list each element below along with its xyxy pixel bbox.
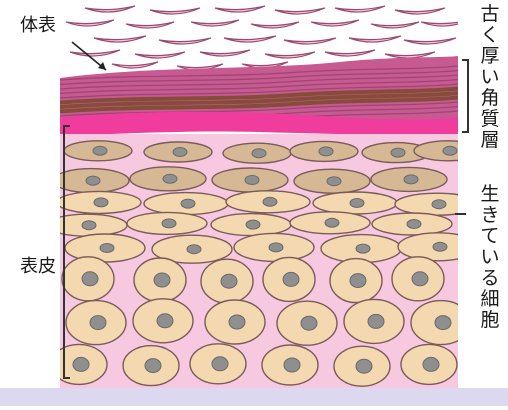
flake — [311, 20, 359, 26]
cell-nucleus — [163, 174, 177, 183]
flake — [335, 6, 385, 12]
flake — [215, 6, 265, 12]
flake — [135, 52, 185, 58]
cell-nucleus — [433, 242, 447, 251]
flake — [85, 6, 135, 12]
flake — [404, 38, 456, 44]
flake — [395, 8, 445, 14]
flake — [325, 50, 375, 56]
cell-nucleus — [187, 245, 201, 254]
cell-nucleus — [90, 316, 106, 330]
cell-nucleus — [319, 147, 333, 156]
cell-nucleus — [82, 221, 96, 230]
flake — [159, 38, 211, 44]
cell-nucleus — [391, 148, 405, 157]
flake — [200, 50, 250, 56]
label-stratum-corneum: 古く厚い角質層 — [480, 3, 499, 151]
flake — [126, 22, 174, 28]
flake — [191, 20, 239, 26]
cell-nucleus — [162, 219, 176, 228]
bottom-frame — [0, 388, 508, 406]
cell-nucleus — [350, 199, 364, 208]
cell-nucleus — [407, 220, 421, 229]
cell-nucleus — [325, 218, 339, 227]
cell-nucleus — [412, 272, 428, 286]
cell-nucleus — [86, 176, 100, 185]
cell-nucleus — [94, 198, 108, 207]
cell-nucleus — [212, 357, 228, 371]
flake — [371, 22, 419, 28]
cell-nucleus — [145, 359, 161, 373]
cell-nucleus — [100, 244, 114, 253]
flake — [349, 36, 401, 42]
flake — [66, 20, 114, 26]
cell-nucleus — [350, 274, 366, 288]
cell-nucleus — [263, 197, 277, 206]
flake — [421, 20, 469, 26]
label-surface: 体表 — [20, 15, 56, 36]
cell-nucleus — [432, 200, 446, 209]
cell-nucleus — [246, 220, 260, 229]
cell-nucleus — [356, 244, 370, 253]
flake — [112, 62, 158, 68]
cell-nucleus — [404, 175, 418, 184]
cell-nucleus — [173, 148, 187, 157]
cell-nucleus — [368, 314, 384, 328]
cell-nucleus — [157, 314, 173, 328]
cell-nucleus — [252, 149, 266, 158]
cell-nucleus — [221, 274, 237, 288]
cell-nucleus — [181, 199, 195, 208]
flake — [150, 8, 200, 14]
flake — [70, 50, 120, 56]
cell-nucleus — [245, 176, 259, 185]
cell-nucleus — [435, 316, 451, 330]
cell-nucleus — [443, 146, 457, 155]
label-epidermis: 表皮 — [20, 256, 56, 277]
flake — [275, 8, 325, 14]
cell-nucleus — [423, 357, 439, 371]
cell-nucleus — [82, 272, 98, 286]
cell-nucleus — [93, 146, 107, 155]
label-living-cells: 生きている細胞 — [480, 183, 499, 331]
cell-nucleus — [269, 243, 283, 252]
cell-nucleus — [283, 272, 299, 286]
corneum-bracket — [462, 60, 468, 132]
cell-nucleus — [229, 315, 245, 329]
cell-nucleus — [301, 316, 317, 330]
cell-nucleus — [327, 177, 341, 186]
cell-nucleus — [284, 358, 300, 372]
flake — [251, 22, 299, 28]
flake — [265, 52, 315, 58]
flake — [284, 38, 336, 44]
flake — [385, 52, 435, 58]
cell-nucleus — [154, 273, 170, 287]
flake — [94, 36, 146, 42]
cell-nucleus — [356, 359, 372, 373]
flake — [224, 36, 276, 42]
surface-arrow-head — [98, 62, 106, 70]
cell-nucleus — [73, 357, 89, 371]
